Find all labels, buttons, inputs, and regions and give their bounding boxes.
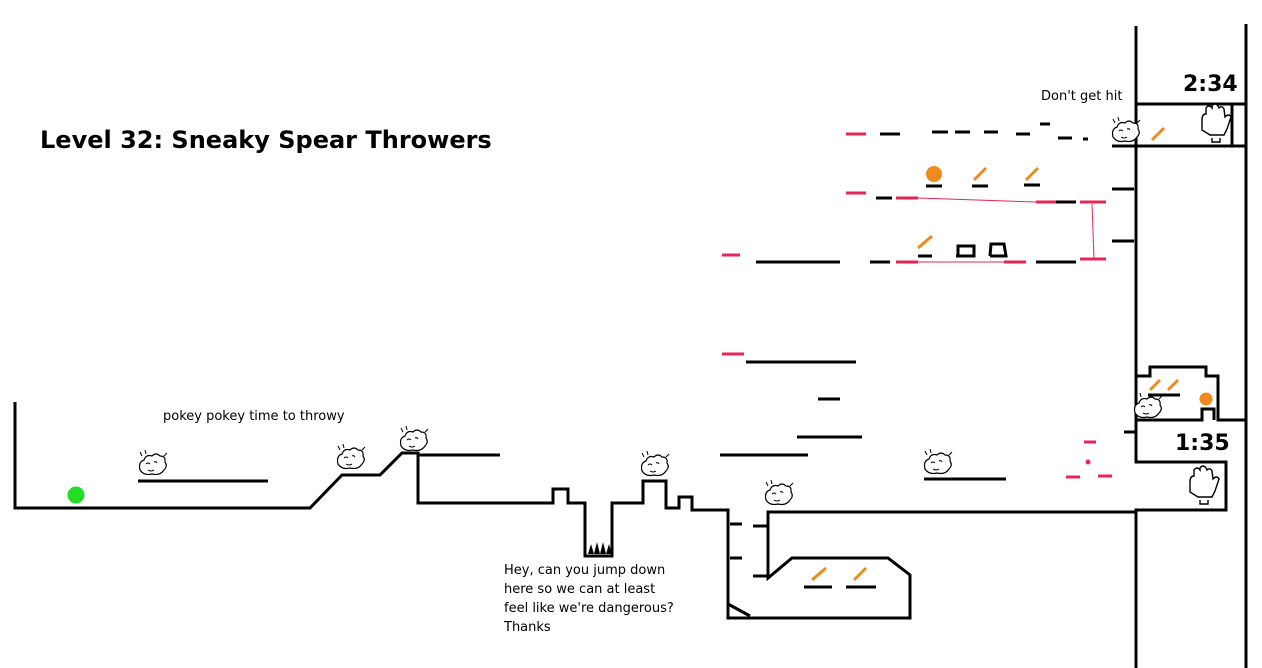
note-spike-line-1: Hey, can you jump down [504, 563, 666, 578]
trap-markers [722, 132, 1112, 479]
goal-glove-icon-lower[interactable] [1189, 465, 1220, 505]
timer-upper: 2:34 [1183, 72, 1238, 97]
note-spike-line-3: feel like we're dangerous? [504, 601, 674, 616]
note-spike-line-4: Thanks [504, 620, 551, 635]
timer-lower: 1:35 [1175, 431, 1230, 456]
orange-orb-top [926, 166, 942, 182]
note-spike-pit: Hey, can you jump down here so we can at… [504, 561, 714, 637]
enemy-spear-thrower-1 [138, 449, 168, 476]
terrain-left [13, 402, 1136, 620]
floating-platforms [720, 122, 1136, 589]
enemy-spear-thrower-5 [764, 479, 794, 506]
spears [811, 126, 1180, 582]
enemy-spear-thrower-2 [336, 443, 366, 470]
terrain-right [1112, 24, 1248, 668]
note-dont-get-hit: Don't get hit [1041, 89, 1123, 104]
enemy-spear-thrower-3 [399, 425, 429, 452]
orange-orb-right [1199, 392, 1213, 406]
spike-pit [588, 542, 612, 554]
level-title: Level 32: Sneaky Spear Throwers [40, 126, 492, 154]
trap-dot [1085, 459, 1091, 465]
laser-beams [917, 197, 1095, 263]
note-spike-line-2: here so we can at least [504, 582, 656, 597]
player-ball[interactable] [67, 486, 85, 504]
enemy-spear-thrower-8 [1133, 392, 1163, 419]
note-pokey: pokey pokey time to throwy [163, 409, 345, 424]
goal-glove-icon-upper[interactable] [1201, 103, 1232, 143]
enemy-spear-thrower-6 [923, 448, 953, 475]
enemy-spear-thrower-4 [640, 450, 670, 477]
